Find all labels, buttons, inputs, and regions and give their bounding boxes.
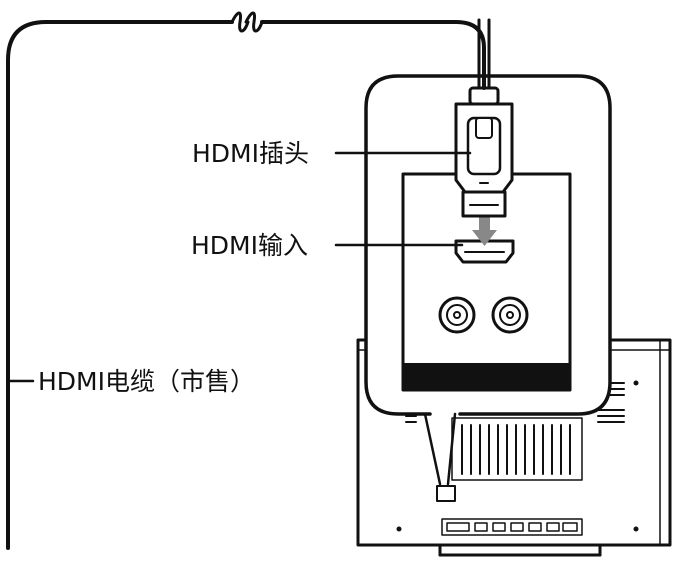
tv-stand — [428, 543, 612, 557]
leader-lines — [6, 151, 472, 383]
hdmi-plug-icon — [454, 18, 514, 218]
cable-break-icon — [230, 11, 264, 33]
hdmi-cable-label: HDMI电缆（市售） — [38, 367, 255, 396]
vent-grill — [451, 417, 583, 481]
rca-jacks-icon — [438, 296, 529, 334]
callout-bubble — [364, 18, 612, 486]
hdmi-input-port-icon — [454, 239, 515, 264]
hdmi-plug-label: HDMI插头 — [192, 139, 309, 168]
insert-arrow-icon — [472, 216, 497, 246]
hdmi-cable — [6, 11, 486, 550]
hdmi-input-label: HDMI输入 — [191, 231, 308, 260]
panel-bottom-bar — [403, 363, 570, 390]
terminal-strip — [441, 518, 583, 536]
rear-hdmi-port-icon — [436, 485, 456, 502]
tv-rear-panel — [356, 338, 672, 557]
